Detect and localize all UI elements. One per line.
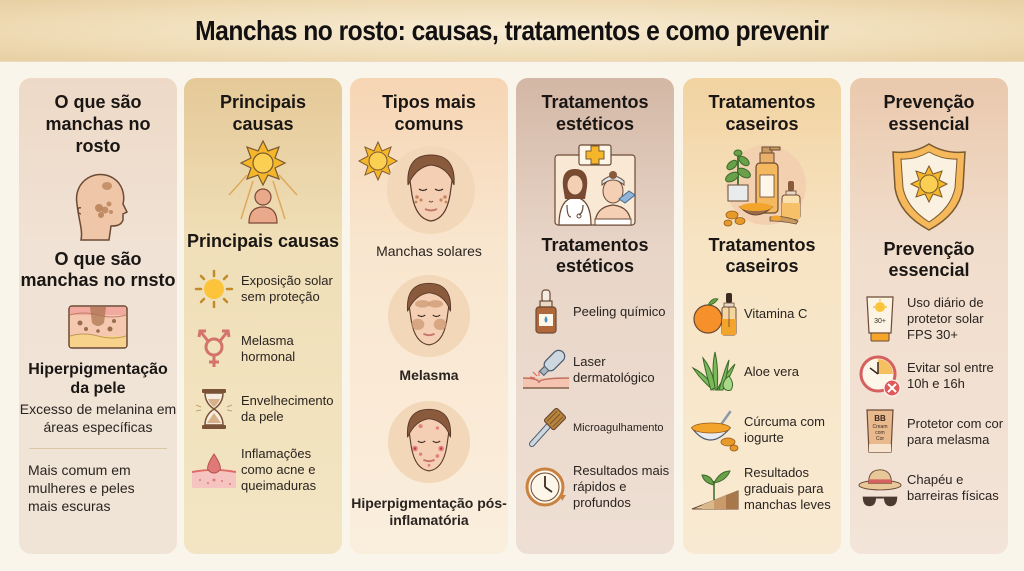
face-label: Manchas solares bbox=[376, 243, 482, 259]
item-text: Evitar sol entre 10h e 16h bbox=[907, 360, 994, 391]
list-item: Resultados graduais para manchas leves bbox=[690, 465, 840, 513]
item-text: Chapéu e barreiras físicas bbox=[907, 472, 999, 503]
clinic-doctor-patient-icon bbox=[549, 143, 641, 227]
svg-text:BB: BB bbox=[874, 414, 886, 423]
item-text: Aloe vera bbox=[744, 364, 799, 379]
turmeric-bowl-icon bbox=[690, 407, 740, 453]
list-item: 30+ Uso diário de protetor solar FPS 30+ bbox=[857, 295, 1007, 343]
face-melasma-icon bbox=[387, 274, 471, 363]
gender-hormone-icon bbox=[191, 326, 237, 372]
face-label: Melasma bbox=[399, 367, 459, 383]
item-text: Laser dermatológico bbox=[573, 354, 655, 385]
list-item: Peeling químico bbox=[523, 289, 673, 335]
skin-layers-icon bbox=[68, 305, 128, 354]
list-item: Exposição solar sem proteção bbox=[191, 266, 341, 312]
column-common-types: Tipos mais comuns Manchas solares bbox=[350, 78, 508, 554]
column-title: O que são manchas no rosto bbox=[45, 92, 151, 156]
list-item: BB Cream com Cor Protetor com cor para m… bbox=[857, 409, 1007, 455]
natural-products-icon bbox=[712, 141, 812, 229]
svg-text:30+: 30+ bbox=[874, 318, 886, 325]
section-text: Excesso de melanina em áreas específicas bbox=[19, 401, 177, 435]
item-text: Cúrcuma com iogurte bbox=[744, 414, 825, 445]
divider bbox=[29, 448, 167, 449]
column-prevention: Prevenção essencial Prevenção essencial … bbox=[850, 78, 1008, 554]
list-item: Cúrcuma com iogurte bbox=[690, 407, 840, 453]
sun-shield-icon bbox=[889, 141, 969, 233]
face-label: Hiperpigmentação pós-inflamatória bbox=[351, 495, 507, 528]
column-title: Principais causas bbox=[219, 92, 307, 134]
column-subtitle: Principais causas bbox=[186, 231, 340, 251]
bb-cream-tube-icon: BB Cream com Cor bbox=[857, 409, 903, 455]
column-aesthetic-treatments: Tratamentos estéticos Tratamentos estéti… bbox=[516, 78, 674, 554]
hourglass-icon bbox=[191, 386, 237, 432]
column-subtitle: O que são manchas no rnsto bbox=[20, 249, 176, 290]
item-text: Envelhecimento da pele bbox=[241, 393, 334, 424]
clock-cancel-icon bbox=[857, 353, 903, 399]
face-profile-spots-icon bbox=[63, 163, 133, 245]
item-text: Vitamina C bbox=[744, 306, 808, 321]
item-text: Inflamações como acne e queimaduras bbox=[241, 446, 317, 493]
column-subtitle: Tratamentos caseiros bbox=[708, 235, 816, 276]
list-item: Vitamina C bbox=[690, 291, 840, 337]
list-item: Envelhecimento da pele bbox=[191, 386, 341, 432]
list-item: Aloe vera bbox=[690, 349, 840, 395]
aloe-vera-icon bbox=[690, 349, 740, 395]
item-text: Resultados graduais para manchas leves bbox=[744, 465, 831, 512]
column-subtitle: Tratamentos estéticos bbox=[541, 235, 649, 276]
inflamed-skin-icon bbox=[191, 447, 237, 493]
clock-icon bbox=[523, 464, 569, 510]
face-sun-spots-icon bbox=[350, 141, 508, 237]
column-title: Tratamentos estéticos bbox=[541, 92, 649, 134]
sprout-steps-icon bbox=[690, 466, 740, 512]
column-title: Tipos mais comuns bbox=[382, 92, 476, 134]
note-text: Mais comum em mulheres e peles mais escu… bbox=[28, 462, 135, 514]
list-item: Melasma hormonal bbox=[191, 326, 341, 372]
orange-serum-icon bbox=[690, 291, 740, 337]
item-text: Melasma hormonal bbox=[241, 333, 296, 364]
item-text: Peeling químico bbox=[573, 304, 666, 319]
derma-roller-icon bbox=[523, 405, 569, 451]
section-title: Hiperpigmentação da pele bbox=[28, 361, 168, 397]
list-item: Laser dermatológico bbox=[523, 347, 673, 393]
item-text: Microagulhamento bbox=[573, 422, 664, 434]
list-item: Evitar sol entre 10h e 16h bbox=[857, 353, 1007, 399]
hat-sunglasses-icon bbox=[857, 465, 903, 511]
sun-person-icon bbox=[215, 139, 311, 229]
dropper-bottle-icon bbox=[523, 289, 569, 335]
page-header: Manchas no rosto: causas, tratamentos e … bbox=[0, 0, 1024, 62]
svg-text:com: com bbox=[875, 430, 884, 436]
sunscreen-tube-icon: 30+ bbox=[857, 296, 903, 342]
sun-icon bbox=[191, 266, 237, 312]
column-title: Prevenção essencial bbox=[883, 92, 975, 134]
item-text: Uso diário de protetor solar FPS 30+ bbox=[907, 295, 984, 342]
svg-text:Cor: Cor bbox=[876, 436, 884, 442]
item-text: Exposição solar sem proteção bbox=[241, 273, 333, 304]
list-item: Inflamações como acne e queimaduras bbox=[191, 446, 341, 494]
item-text: Protetor com cor para melasma bbox=[907, 416, 1004, 447]
column-title: Tratamentos caseiros bbox=[708, 92, 816, 134]
list-item: Resultados mais rápidos e profundos bbox=[523, 463, 673, 511]
page-title: Manchas no rosto: causas, tratamentos e … bbox=[195, 14, 829, 46]
list-item: Microagulhamento bbox=[523, 405, 673, 451]
laser-device-icon bbox=[523, 347, 569, 393]
svg-text:Cream: Cream bbox=[872, 424, 887, 430]
item-text: Resultados mais rápidos e profundos bbox=[573, 463, 670, 510]
face-acne-icon bbox=[387, 400, 471, 489]
column-main-causes: Principais causas Principais causas bbox=[184, 78, 342, 554]
column-what-are-spots: O que são manchas no rosto O que são man… bbox=[19, 78, 177, 554]
column-home-treatments: Tratamentos caseiros bbox=[683, 78, 841, 554]
list-item: Chapéu e barreiras físicas bbox=[857, 465, 1007, 511]
column-subtitle: Prevenção essencial bbox=[883, 239, 975, 280]
